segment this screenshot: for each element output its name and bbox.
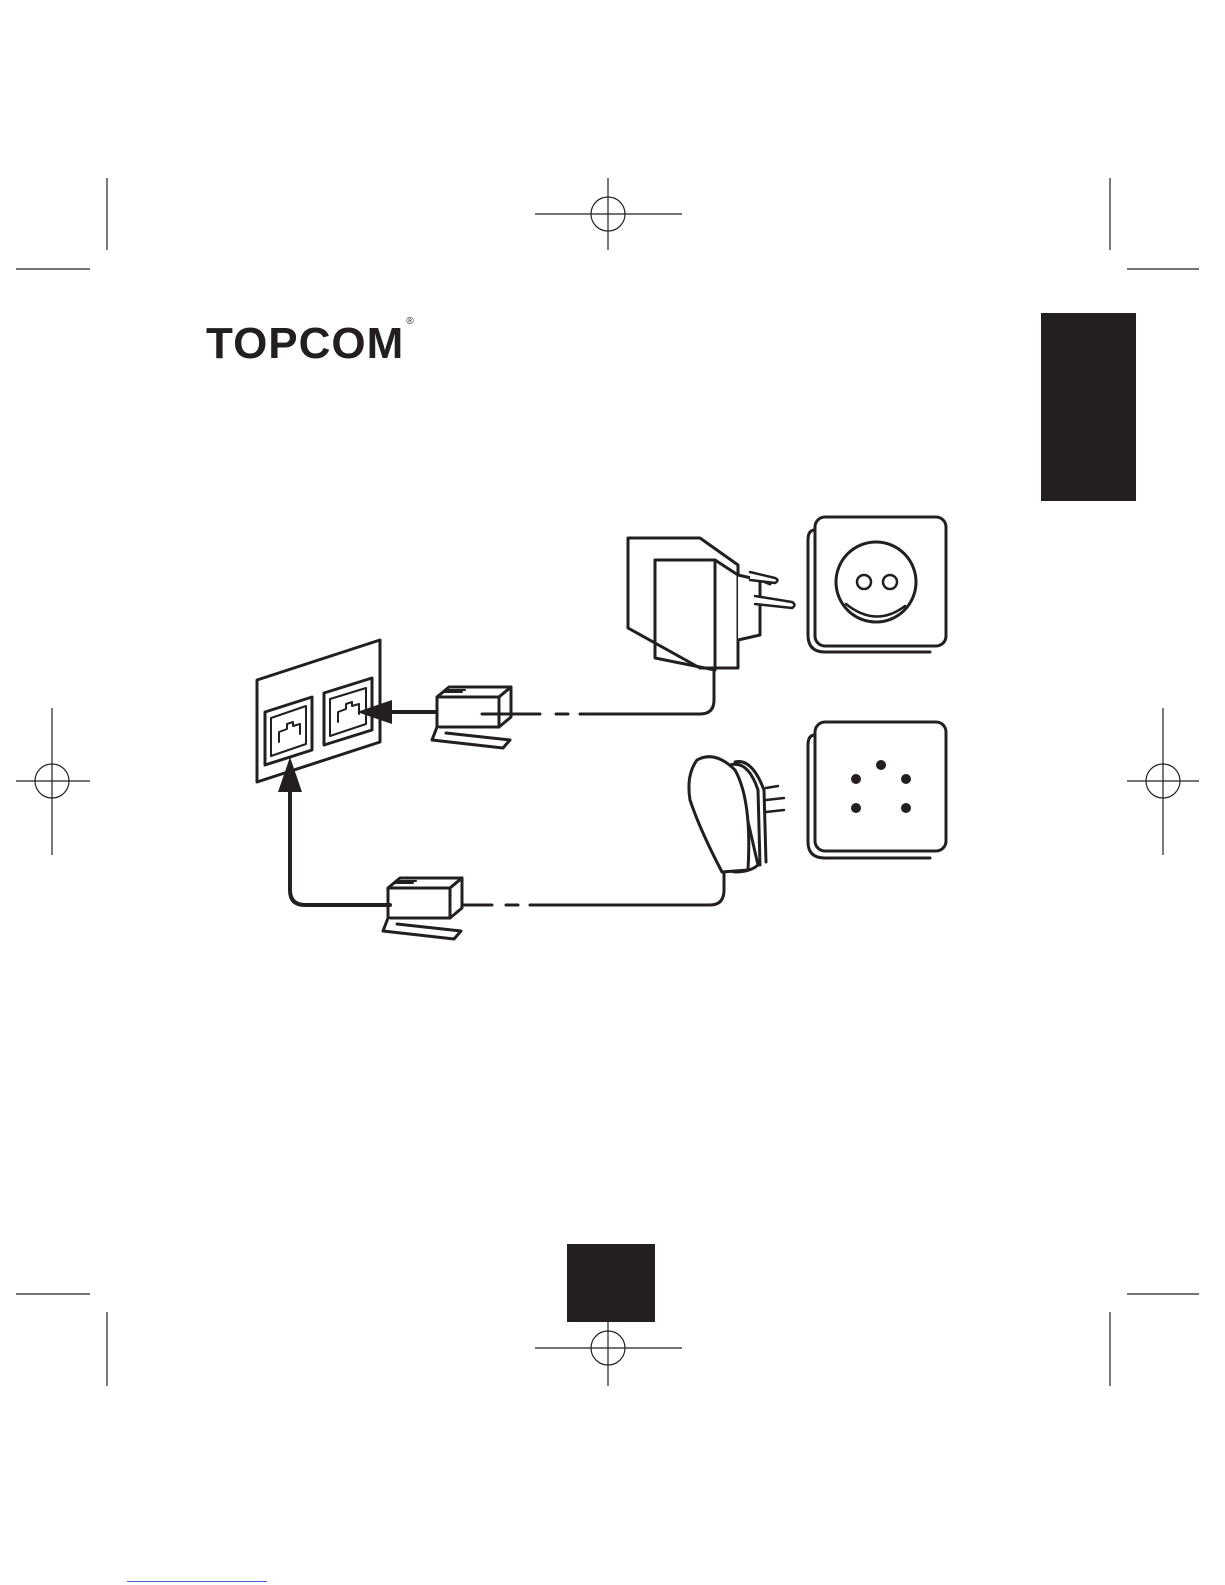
power-outlet (808, 517, 946, 652)
power-cable (482, 668, 714, 714)
telephone-cable (434, 872, 724, 905)
rj11-plug-top (432, 687, 511, 748)
arrow-to-left-jack (278, 757, 390, 905)
bottom-underline (127, 1581, 267, 1582)
power-adapter (628, 538, 795, 670)
page-number-box (567, 1244, 655, 1322)
telephone-plug (689, 757, 784, 872)
telephone-outlet (808, 722, 946, 858)
rj11-plug-bottom (383, 878, 462, 939)
